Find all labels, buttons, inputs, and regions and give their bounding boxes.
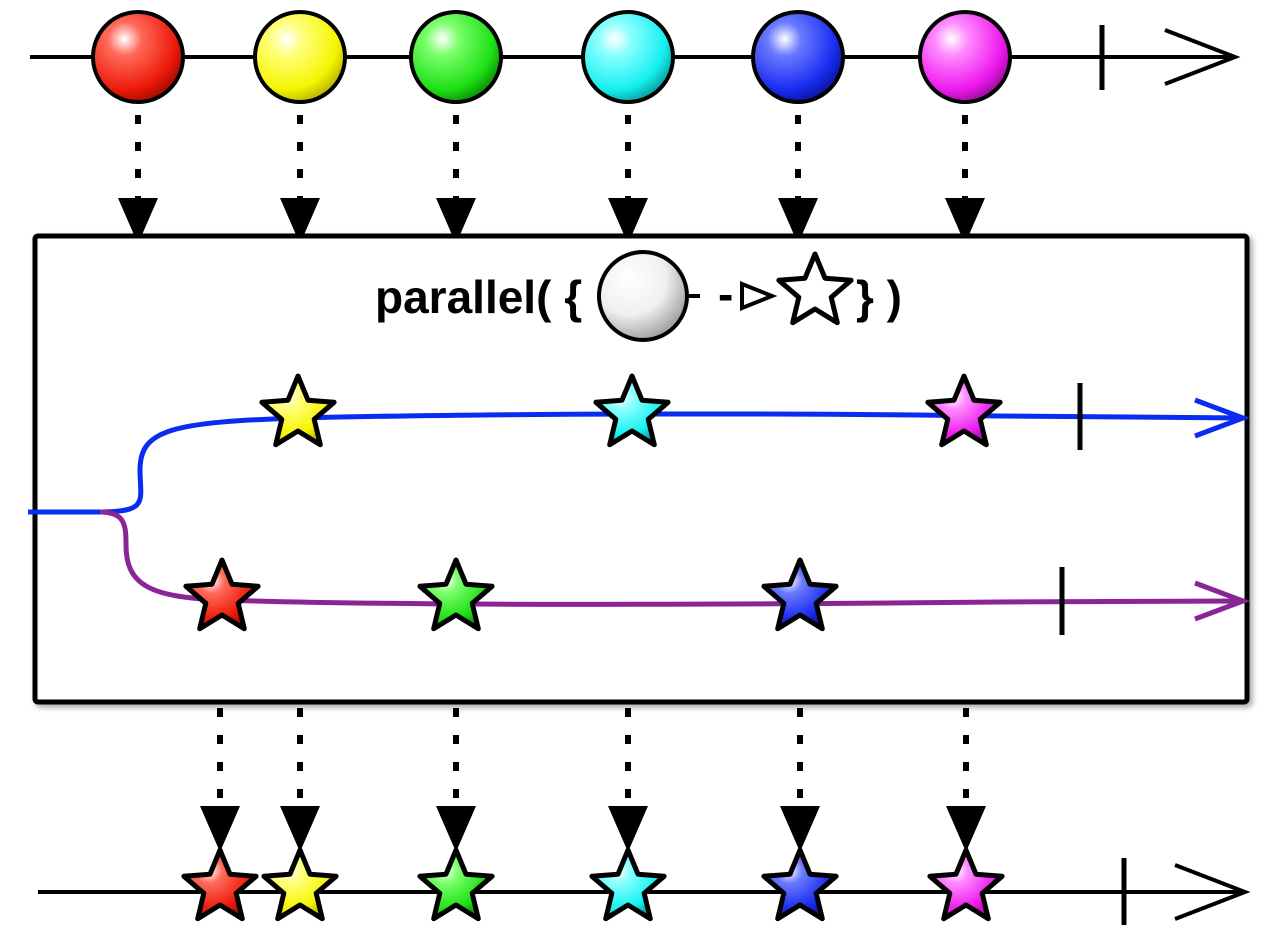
output-star-yellow — [261, 847, 339, 922]
input-marble-green — [409, 10, 503, 104]
output-timeline-arrow-icon — [1174, 863, 1251, 921]
input-marble-magenta — [918, 10, 1012, 104]
rail-2-star-green — [417, 557, 495, 632]
rail-1-star-magenta — [925, 373, 1003, 448]
output-connector-cyan — [608, 708, 648, 852]
output-timeline — [38, 847, 1251, 925]
output-connectors — [200, 708, 986, 852]
output-star-cyan — [589, 847, 667, 922]
rail-1 — [99, 373, 1251, 515]
output-connector-blue — [780, 708, 820, 852]
input-connector-magenta — [945, 115, 985, 244]
output-connector-yellow — [280, 708, 320, 852]
output-connector-cyan-arrowhead-icon — [608, 806, 648, 852]
input-connector-magenta-arrowhead-icon — [945, 198, 985, 244]
rail-1-arrow-icon — [1194, 397, 1251, 439]
input-marble-cyan — [581, 10, 675, 104]
operator-label-suffix: } ) — [856, 271, 902, 323]
rail-1-star-cyan — [593, 373, 671, 448]
input-connector-green — [436, 115, 476, 244]
output-connector-red — [200, 708, 240, 852]
input-connectors — [118, 115, 985, 244]
example-arrow-icon — [688, 281, 778, 311]
input-connector-red-arrowhead-icon — [118, 198, 158, 244]
operator-label-prefix: parallel( { — [375, 271, 582, 323]
operator-label-arrow: - — [718, 268, 733, 320]
input-connector-yellow — [280, 115, 320, 244]
rail-2-star-blue — [761, 557, 839, 632]
output-connector-magenta — [946, 708, 986, 852]
input-connector-blue — [778, 115, 818, 244]
input-marble-yellow — [253, 10, 347, 104]
rail-1-stars — [259, 373, 1003, 448]
output-star-magenta — [927, 847, 1005, 922]
output-connector-blue-arrowhead-icon — [780, 806, 820, 852]
input-connector-red — [118, 115, 158, 244]
output-connector-green — [436, 708, 476, 852]
input-connector-blue-arrowhead-icon — [778, 198, 818, 244]
operator-label: parallel( { - } ) — [375, 250, 902, 342]
rail-1-star-yellow — [259, 373, 337, 448]
input-connector-yellow-arrowhead-icon — [280, 198, 320, 244]
operator-box-frame — [32, 233, 1250, 705]
output-star-red — [181, 847, 259, 922]
output-stars — [181, 847, 1005, 922]
input-marble-blue — [751, 10, 845, 104]
output-connector-magenta-arrowhead-icon — [946, 806, 986, 852]
output-star-blue — [761, 847, 839, 922]
rail-2-star-red — [183, 557, 261, 632]
output-connector-yellow-arrowhead-icon — [280, 806, 320, 852]
output-connector-green-arrowhead-icon — [436, 806, 476, 852]
input-connector-green-arrowhead-icon — [436, 198, 476, 244]
input-marble-red — [91, 10, 185, 104]
example-input-circle-icon — [597, 250, 689, 342]
rail-2 — [99, 509, 1251, 635]
example-output-star-icon — [776, 251, 854, 326]
output-connector-red-arrowhead-icon — [200, 806, 240, 852]
operator-box: parallel( { - } ) — [28, 233, 1251, 705]
rail-2-line — [99, 509, 1244, 607]
input-marbles — [91, 10, 1012, 104]
output-star-green — [417, 847, 495, 922]
example-output-star-shape — [776, 251, 854, 326]
input-timeline-arrow-icon — [1164, 28, 1241, 86]
input-connector-cyan — [608, 115, 648, 244]
input-connector-cyan-arrowhead-icon — [608, 198, 648, 244]
rail-2-arrow-icon — [1194, 580, 1251, 622]
input-timeline — [30, 10, 1241, 104]
rail-2-stars — [183, 557, 839, 632]
